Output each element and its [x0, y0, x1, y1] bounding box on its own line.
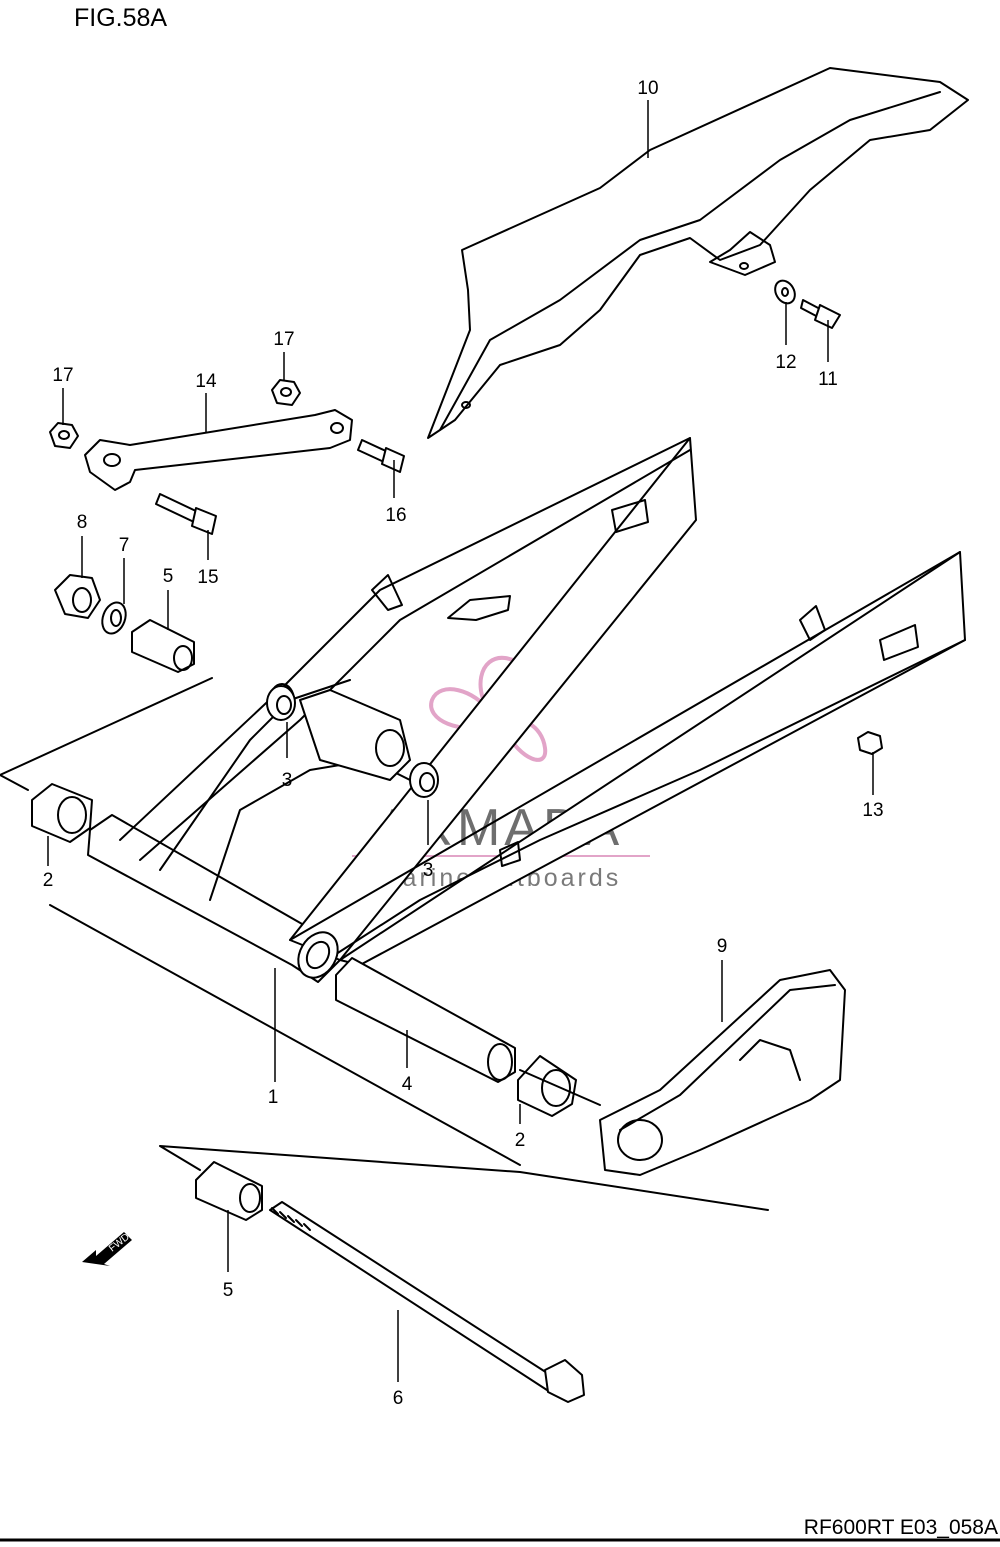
callout-14: 14: [195, 371, 217, 392]
callout-1: 1: [268, 1087, 279, 1108]
callout-2-left: 2: [43, 870, 54, 891]
forward-arrow-label: FWD: [107, 1232, 132, 1255]
callout-13: 13: [862, 800, 883, 821]
leader-lines: [47, 100, 874, 1382]
callout-17-left: 17: [52, 365, 73, 386]
forward-arrow: FWD: [82, 1232, 132, 1266]
callout-11: 11: [818, 369, 838, 390]
grommet-13: [857, 731, 883, 755]
bearing-3-lower: [409, 762, 439, 798]
callout-10: 10: [637, 78, 658, 99]
callout-6: 6: [393, 1388, 404, 1409]
assembly-guide-upper: [0, 677, 213, 791]
callout-15: 15: [197, 567, 218, 588]
washer-12: [774, 279, 796, 305]
spacer-5-lower: [195, 1161, 263, 1221]
assembly-guide-mid: [49, 904, 601, 1166]
pivot-shaft-6: [269, 1201, 585, 1403]
washer-7: [101, 601, 127, 635]
bolt-11: [800, 299, 841, 329]
callout-2-right: 2: [515, 1130, 526, 1151]
callout-5-lower: 5: [223, 1280, 234, 1301]
chain-buffer-9: [599, 969, 846, 1176]
torque-link: [84, 409, 353, 491]
callout-4: 4: [402, 1074, 413, 1095]
pivot-pipe-4: [335, 957, 516, 1083]
bushing-2-left: [31, 783, 93, 843]
callout-3-lower: 3: [423, 860, 434, 881]
callout-3-upper: 3: [282, 770, 293, 791]
callout-12: 12: [775, 352, 796, 373]
callout-5-upper: 5: [163, 566, 174, 587]
bushing-2-right: [517, 1055, 577, 1117]
spacer-5-upper: [131, 619, 195, 673]
callout-17-upper: 17: [273, 329, 294, 350]
callout-7: 7: [119, 535, 130, 556]
callout-9: 9: [717, 936, 728, 957]
nut-8: [54, 574, 101, 619]
callout-16: 16: [385, 505, 406, 526]
figure-title: FIG.58A: [74, 4, 168, 32]
chain-case: [427, 67, 969, 439]
bearing-3-upper: [266, 685, 296, 721]
nut-17-left: [49, 422, 79, 449]
bolt-15: [155, 493, 217, 535]
bolt-16: [357, 439, 405, 473]
nut-17-upper: [271, 379, 301, 406]
assembly-guide-lower: [159, 1145, 769, 1211]
callout-8: 8: [77, 512, 88, 533]
callout-numbers: 10 12 11 17 17 14 16 15 8 7 5 3 3 13 2 9…: [43, 78, 884, 1409]
swingarm: [87, 437, 966, 983]
drawing-code: RF600RT E03_058A: [803, 1516, 998, 1539]
